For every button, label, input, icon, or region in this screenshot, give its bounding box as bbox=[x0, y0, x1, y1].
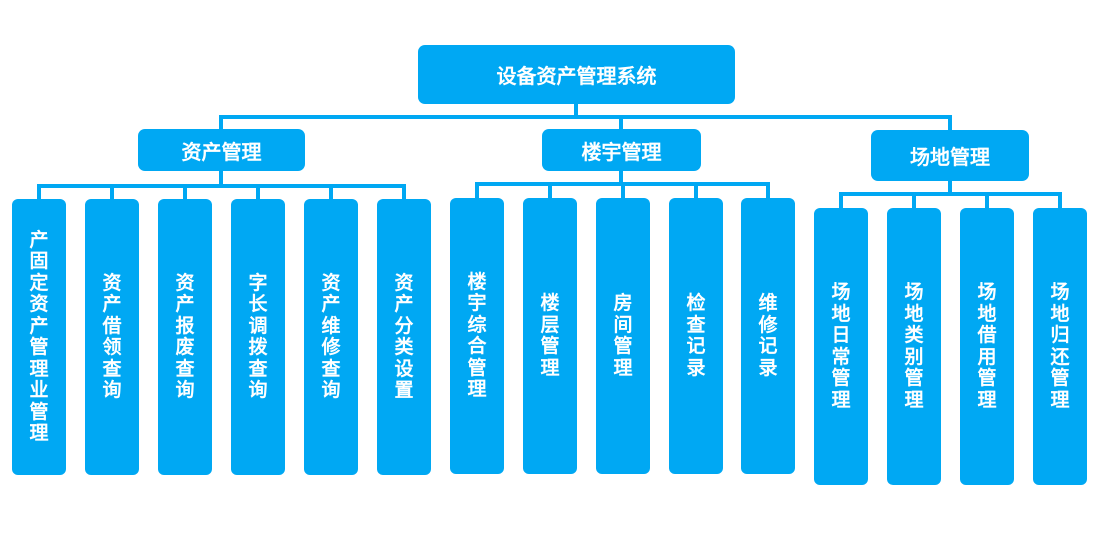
leaf-node: 维修记录 bbox=[741, 198, 795, 474]
leaf-label: 场地归还管理 bbox=[1050, 281, 1070, 411]
leaf-node: 场地借用管理 bbox=[960, 208, 1014, 485]
leaf-label: 资产借领查询 bbox=[102, 271, 122, 401]
leaf-node: 检查记录 bbox=[669, 198, 723, 474]
group-label: 资产管理 bbox=[181, 139, 262, 164]
group-venue-management: 场地管理 bbox=[871, 130, 1029, 181]
leaf-label: 房间管理 bbox=[613, 292, 633, 379]
leaf-label: 字长调拨查询 bbox=[248, 271, 268, 401]
leaf-node: 楼层管理 bbox=[523, 198, 577, 474]
leaf-label: 资产维修查询 bbox=[321, 271, 341, 401]
group-building-management: 楼宇管理 bbox=[542, 129, 701, 171]
leaf-node: 资产报废查询 bbox=[158, 199, 212, 475]
group-label: 场地管理 bbox=[910, 145, 990, 169]
leaf-label: 检查记录 bbox=[686, 292, 706, 379]
leaf-label: 楼宇综合管理 bbox=[467, 270, 487, 400]
leaf-label: 资产报废查询 bbox=[175, 271, 195, 401]
group-label: 楼宇管理 bbox=[581, 139, 662, 164]
leaf-node: 场地类别管理 bbox=[887, 208, 941, 485]
leaf-label: 场地类别管理 bbox=[904, 281, 924, 411]
leaf-node: 场地日常管理 bbox=[814, 208, 868, 485]
leaf-node: 资产借领查询 bbox=[85, 199, 139, 475]
leaf-label: 产固定资产管理业管理 bbox=[29, 228, 49, 444]
root-label: 设备资产管理系统 bbox=[496, 64, 657, 88]
leaf-node: 楼宇综合管理 bbox=[450, 198, 504, 474]
leaf-label: 资产分类设置 bbox=[394, 271, 414, 401]
leaf-label: 维修记录 bbox=[758, 292, 778, 379]
leaf-node: 房间管理 bbox=[596, 198, 650, 474]
leaf-node: 字长调拨查询 bbox=[231, 199, 285, 475]
leaf-label: 场地借用管理 bbox=[977, 281, 997, 411]
leaf-node: 资产分类设置 bbox=[377, 199, 431, 475]
leaf-label: 场地日常管理 bbox=[831, 281, 851, 411]
leaf-node: 资产维修查询 bbox=[304, 199, 358, 475]
leaf-label: 楼层管理 bbox=[540, 292, 560, 379]
root-node: 设备资产管理系统 bbox=[418, 45, 735, 104]
leaf-node: 产固定资产管理业管理 bbox=[12, 199, 66, 475]
group-asset-management: 资产管理 bbox=[138, 129, 305, 171]
leaf-node: 场地归还管理 bbox=[1033, 208, 1087, 485]
